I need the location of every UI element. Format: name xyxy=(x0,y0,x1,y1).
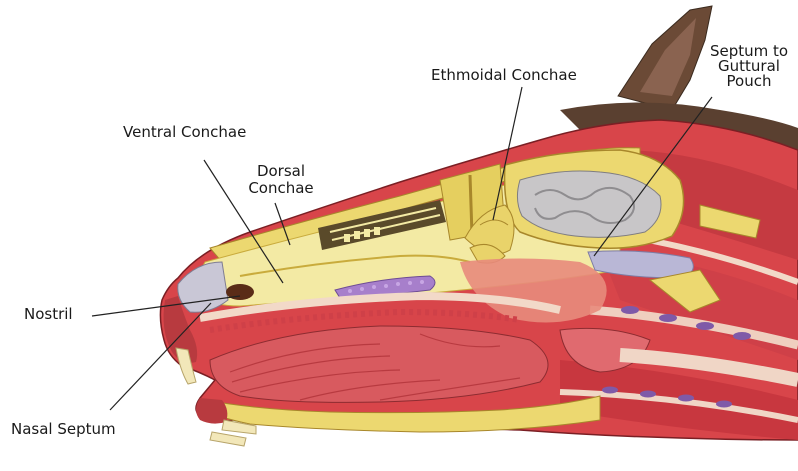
incisor-lower-2 xyxy=(210,432,246,446)
label-nasal-septum: Nasal Septum xyxy=(11,421,116,438)
sinus-septum xyxy=(470,175,472,235)
label-nostril: Nostril xyxy=(24,306,73,323)
label-dorsal-conchae: Dorsal Conchae xyxy=(246,163,316,197)
label-septum-to-guttural-pouch: Septum to Guttural Pouch xyxy=(703,44,795,89)
label-dorsal-conchae-line1: Dorsal xyxy=(246,163,316,180)
label-ventral-conchae: Ventral Conchae xyxy=(123,124,246,141)
label-septum-line3: Pouch xyxy=(703,74,795,89)
label-ethmoidal-conchae: Ethmoidal Conchae xyxy=(431,67,577,84)
lower-lip xyxy=(196,398,227,424)
label-dorsal-conchae-line2: Conchae xyxy=(246,180,316,197)
